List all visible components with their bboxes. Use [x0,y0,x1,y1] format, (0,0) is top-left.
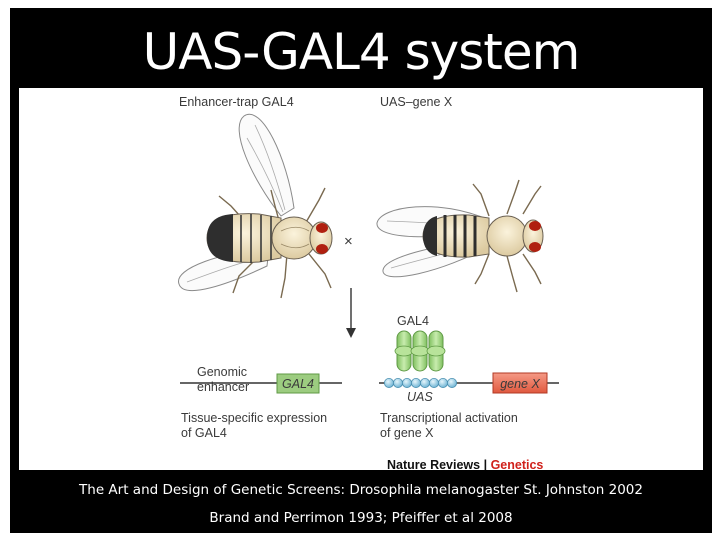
journal-name: Nature Reviews [387,458,480,470]
fly-left [179,114,332,298]
slide: UAS-GAL4 system [10,8,712,533]
slide-title: UAS-GAL4 system [10,22,712,82]
figure-panel: Enhancer-trap GAL4 UAS–gene X [19,88,703,470]
fly-right [377,180,543,292]
journal-separator: | [480,458,490,470]
uas-genex-header: UAS–gene X [380,95,453,109]
left-caption-line2: of GAL4 [181,426,227,440]
cross-arrow [346,288,356,338]
journal-credit: Nature Reviews | Genetics [387,458,543,470]
enhancer-trap-header: Enhancer-trap GAL4 [179,95,294,109]
genomic-label-line1: Genomic [197,365,247,379]
cross-symbol: × [344,233,353,250]
citation-line-2: Brand and Perrimon 1993; Pfeiffer et al … [10,510,712,526]
genex-box-label: gene X [500,377,540,391]
uas-label: UAS [407,390,433,404]
journal-section: Genetics [491,458,544,470]
genomic-label-line2: enhancer [197,380,249,394]
gal4-protein [395,331,445,371]
citation-line-1: The Art and Design of Genetic Screens: D… [10,482,712,498]
right-caption-line2: of gene X [380,426,434,440]
uas-gal4-diagram: Enhancer-trap GAL4 UAS–gene X [19,88,703,470]
gal4-protein-label: GAL4 [397,314,429,328]
right-caption-line1: Transcriptional activation [380,411,518,425]
left-caption-line1: Tissue-specific expression [181,411,327,425]
uas-beads [384,378,456,387]
gal4-box-label: GAL4 [282,377,314,391]
